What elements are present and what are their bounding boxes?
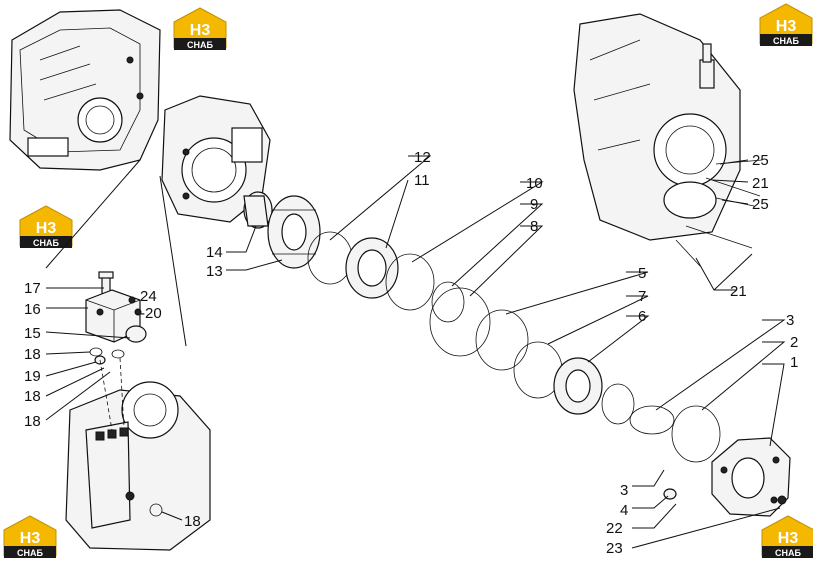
logo-top-right-word: СНАБ bbox=[773, 36, 799, 46]
part-8-ring bbox=[429, 287, 491, 357]
logo-bottom-right-mark: H3 bbox=[778, 530, 799, 547]
part-5-ring bbox=[475, 309, 529, 371]
label-part-18-b: 18 bbox=[24, 388, 41, 405]
label-part-12: 12 bbox=[414, 149, 431, 166]
part-labels: 1 2 3 3 4 5 6 7 8 9 10 11 12 13 14 15 16… bbox=[24, 149, 798, 557]
logo-bottom-left-word: СНАБ bbox=[17, 548, 43, 558]
label-part-21-bottom: 21 bbox=[730, 283, 747, 300]
part-3-disc bbox=[601, 383, 675, 435]
label-part-21-top: 21 bbox=[752, 175, 769, 192]
label-part-9: 9 bbox=[530, 196, 538, 213]
label-part-19: 19 bbox=[24, 368, 41, 385]
part-21-bolts bbox=[675, 177, 761, 267]
gearbox-housing-right bbox=[573, 13, 741, 241]
logo-mid-left: H3 СНАБ bbox=[19, 205, 73, 248]
part-13-gear-disc bbox=[267, 195, 321, 269]
logo-bottom-left: H3 СНАБ bbox=[3, 515, 57, 558]
label-part-18-a: 18 bbox=[24, 346, 41, 363]
leader-lines bbox=[45, 155, 786, 549]
label-part-1: 1 bbox=[790, 354, 798, 371]
label-part-8: 8 bbox=[530, 218, 538, 235]
label-part-17: 17 bbox=[24, 280, 41, 297]
label-part-2: 2 bbox=[790, 334, 798, 351]
label-part-22: 22 bbox=[606, 520, 623, 537]
part-2-ring bbox=[671, 405, 721, 463]
label-part-3: 3 bbox=[786, 312, 794, 329]
label-part-25-bottom: 25 bbox=[752, 196, 769, 213]
part-14-hub bbox=[243, 191, 273, 229]
logo-top-center-word: СНАБ bbox=[187, 40, 213, 50]
logo-mid-left-mark: H3 bbox=[36, 220, 57, 237]
part-23-plug bbox=[777, 495, 787, 505]
part-6-piston bbox=[553, 357, 603, 415]
logo-bottom-right: H3 СНАБ bbox=[761, 515, 813, 558]
label-part-24: 24 bbox=[140, 288, 157, 305]
logo-top-center-mark: H3 bbox=[190, 22, 211, 39]
part-11-plate bbox=[345, 237, 399, 299]
label-part-20: -20 bbox=[140, 305, 162, 322]
label-part-23: 23 bbox=[606, 540, 623, 557]
label-part-13: 13 bbox=[206, 263, 223, 280]
label-part-7: 7 bbox=[638, 288, 646, 305]
label-part-18-d: 18 bbox=[184, 513, 201, 530]
gearbox-housing-left bbox=[9, 9, 161, 171]
label-part-25-top: 25 bbox=[752, 152, 769, 169]
part-24-part-20 bbox=[128, 296, 142, 316]
label-part-11: 11 bbox=[414, 172, 430, 189]
logo-bottom-left-mark: H3 bbox=[20, 530, 41, 547]
part-1-cover bbox=[711, 437, 791, 517]
logo-mid-left-word: СНАБ bbox=[33, 238, 59, 248]
label-part-5: 5 bbox=[638, 265, 646, 282]
label-part-10: 10 bbox=[526, 175, 543, 192]
logo-top-right: H3 СНАБ bbox=[759, 3, 813, 46]
label-part-18-c: 18 bbox=[24, 413, 41, 430]
logo-bottom-right-word: СНАБ bbox=[775, 548, 801, 558]
housing-detail-bottom-left bbox=[65, 357, 211, 551]
part-15-fitting bbox=[125, 325, 147, 343]
part-10-ring bbox=[385, 253, 435, 311]
logo-top-right-mark: H3 bbox=[776, 18, 797, 35]
label-part-16: 16 bbox=[24, 301, 41, 318]
logo-top-center: H3 СНАБ bbox=[173, 7, 227, 50]
label-part-14: 14 bbox=[206, 244, 223, 261]
label-part-4: 4 bbox=[620, 502, 628, 519]
label-part-3-bottom: 3 bbox=[620, 482, 628, 499]
part-9-ring bbox=[431, 281, 465, 323]
label-part-6: 6 bbox=[638, 308, 646, 325]
label-part-15: 15 bbox=[24, 325, 41, 342]
part-18-19-seals bbox=[89, 347, 125, 365]
clutch-housing bbox=[161, 95, 271, 223]
